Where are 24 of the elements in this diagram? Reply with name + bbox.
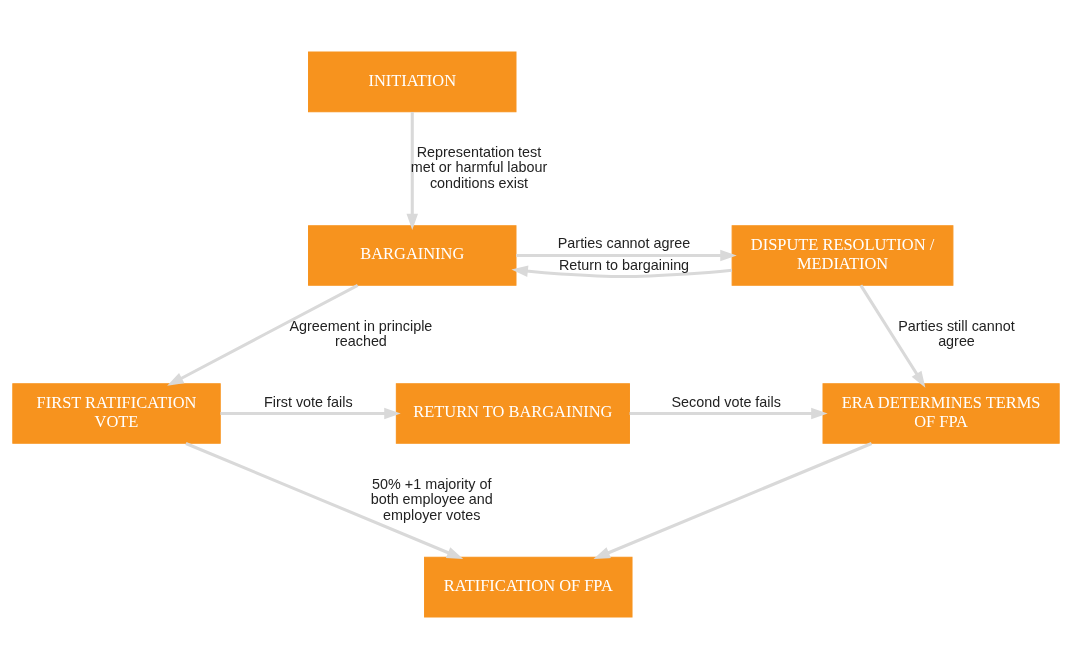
arrow <box>593 441 873 559</box>
edge-label: 50% +1 majority of both employee and employer votes <box>370 475 493 523</box>
edge-label: Parties cannot agree <box>557 234 691 251</box>
node-box: RATIFICATION OF FPA <box>424 556 633 617</box>
node-box: ERA DETERMINES TERMS OF FPA <box>822 382 1060 444</box>
node-box: RETURN TO BARGAINING <box>395 382 630 444</box>
arrow <box>220 407 401 419</box>
node-box: FIRST RATIFICATION VOTE <box>12 382 221 444</box>
edge-label: Agreement in principle reached <box>289 317 433 349</box>
arrow <box>859 284 926 388</box>
edge-label: First vote fails <box>264 393 353 410</box>
arrow <box>406 111 418 230</box>
edge-label: Parties still cannot agree <box>898 317 1015 349</box>
edge-label: Representation test met or harmful labour conditions exist <box>410 143 548 191</box>
arrow <box>185 441 464 559</box>
node-box: INITIATION <box>308 51 517 112</box>
arrow <box>516 249 737 261</box>
edge-label: Second vote fails <box>671 393 781 410</box>
node-box: BARGAINING <box>308 224 517 286</box>
edge-label: Return to bargaining <box>558 256 690 273</box>
arrow <box>167 283 359 386</box>
arrow <box>629 407 828 419</box>
node-box: DISPUTE RESOLUTION / MEDIATION <box>731 224 954 286</box>
arrow <box>511 265 733 278</box>
